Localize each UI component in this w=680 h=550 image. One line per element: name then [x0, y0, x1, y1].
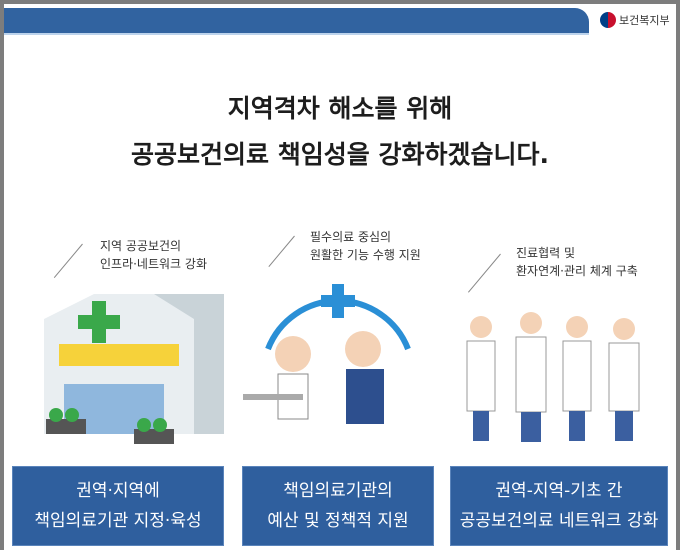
sign-band	[59, 344, 179, 366]
title-line2: 공공보건의료 책임성을 강화하겠습니다.	[131, 140, 549, 169]
ministry-name: 보건복지부	[619, 14, 670, 27]
doctor-patient-illustration	[243, 284, 411, 424]
hospital-building-illustration	[44, 294, 224, 444]
pointer-line	[268, 235, 295, 267]
medical-team-illustration	[466, 312, 640, 442]
title-line1: 지역격차 해소를 위해	[227, 94, 453, 123]
taegeuk-icon	[600, 12, 616, 28]
header-bar	[4, 8, 589, 35]
pointer-line	[53, 243, 83, 279]
pointer-line	[467, 253, 501, 293]
ministry-logo: 보건복지부	[600, 12, 670, 28]
